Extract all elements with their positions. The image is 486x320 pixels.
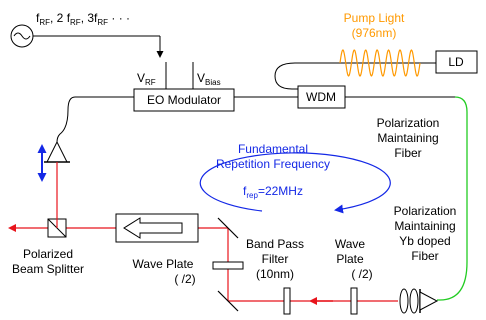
ld-label: LD [448, 55, 464, 69]
wdm: WDM [297, 85, 346, 109]
pbs-label-line2: Beam Splitter [12, 262, 84, 276]
wave-plate-icon [212, 261, 244, 270]
collimator-left [37, 140, 70, 182]
wave-plate-right-line3: ( /2) [351, 267, 372, 281]
polarized-beam-splitter: Polarized Beam Splitter [12, 218, 84, 276]
svg-text:Fiber: Fiber [394, 146, 421, 160]
eo-modulator-label: EO Modulator [147, 93, 221, 107]
pbs-label-line1: Polarized [23, 247, 73, 261]
collimator-right-icon [419, 291, 439, 311]
eo-modulator-box [133, 88, 235, 112]
pump-wave-icon [339, 49, 421, 77]
fiber-loop-to-wdm [274, 62, 404, 90]
wave-plate-right-icon [350, 287, 358, 315]
rf-source: fRF, 2 fRF, 3fRF · · · [10, 11, 164, 58]
isolator-arrow-icon [123, 217, 183, 239]
wave-plate-left-line2: ( /2) [174, 272, 195, 286]
mirror-bottom-left [217, 290, 239, 312]
fiber-eom-to-collimator [56, 96, 134, 143]
v-bias-label: VBias [197, 71, 221, 87]
laser-diode: LD [435, 50, 478, 74]
wdm-box [297, 85, 346, 109]
pump-light-label: Pump Light [344, 11, 405, 25]
ld-box [435, 50, 478, 74]
lens-icon [399, 288, 409, 314]
svg-text:Maintaining: Maintaining [377, 131, 438, 145]
band-pass-filter: Band Pass Filter (10nm) [246, 237, 304, 315]
bpf-label-line2: Filter [262, 252, 289, 266]
isolator [115, 213, 199, 243]
collimator-icon [46, 140, 68, 163]
sine-wave-icon [13, 32, 31, 40]
bpf-label-line3: (10nm) [256, 267, 294, 281]
wave-plate-right-line2: Plate [336, 252, 364, 266]
band-pass-filter-icon [283, 287, 291, 315]
repetition-value: frep=22MHz [243, 184, 303, 200]
free-space-beam [8, 162, 398, 305]
yb-fiber-label: Polarization Maintaining Yb doped Fiber [394, 204, 457, 263]
lens-icon-2 [409, 288, 419, 314]
bpf-label-line1: Band Pass [246, 237, 304, 251]
pump-wavelength-label: (976nm) [352, 26, 397, 40]
yb-doped-fiber [437, 96, 468, 301]
repetition-line1: Fundamental [238, 142, 308, 156]
svg-text:Polarization: Polarization [377, 116, 440, 130]
wave-plate-right: Wave Plate ( /2) [335, 237, 373, 315]
repetition-line2: Repetition Frequency [216, 157, 330, 171]
svg-text:Maintaining: Maintaining [394, 219, 455, 233]
mirror-top-right [217, 217, 239, 239]
svg-text:Fiber: Fiber [411, 249, 438, 263]
wdm-label: WDM [306, 90, 336, 104]
repetition-loop [199, 152, 391, 214]
wave-plate-left-line1: Wave Plate [133, 257, 194, 271]
pump-light: Pump Light (976nm) [339, 11, 421, 77]
repetition-frequency: Fundamental Repetition Frequency frep=22… [199, 142, 391, 214]
rf-frequencies-label: fRF, 2 fRF, 3fRF · · · [36, 11, 130, 27]
collimator-right [399, 288, 439, 314]
wave-plate-right-line1: Wave [335, 237, 366, 251]
svg-text:Polarization: Polarization [394, 204, 457, 218]
eo-modulator: EO Modulator VRF VBias [133, 62, 235, 112]
v-rf-label: VRF [137, 71, 156, 87]
wave-plate-left: Wave Plate ( /2) [133, 257, 244, 286]
svg-text:Yb doped: Yb doped [399, 234, 450, 248]
fiber-paths [56, 62, 455, 143]
pm-fiber-label: Polarization Maintaining Fiber [377, 116, 440, 160]
